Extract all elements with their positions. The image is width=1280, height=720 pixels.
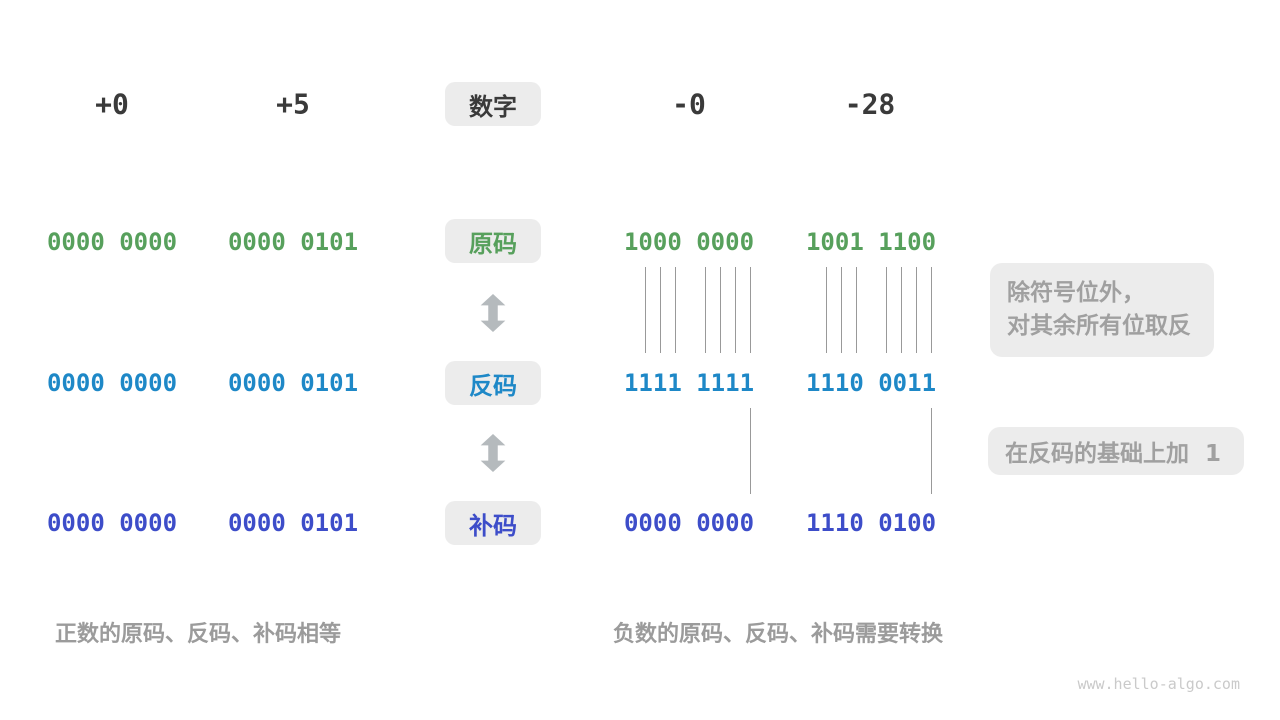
sign-magnitude-label-box: 原码: [445, 219, 541, 263]
invert-annotation-box: 除符号位外， 对其余所有位取反: [990, 263, 1214, 357]
decimal-value-minus0: -0: [672, 87, 706, 121]
bit-mapping-line: [720, 267, 721, 353]
sign-magnitude-bits-minus28: 1001 1100: [805, 228, 937, 256]
bit-mapping-line: [750, 408, 751, 494]
bit-mapping-line: [750, 267, 751, 353]
bit-mapping-line: [826, 267, 827, 353]
bit-mapping-line: [856, 267, 857, 353]
negative-numbers-caption: 负数的原码、反码、补码需要转换: [613, 622, 944, 647]
decimal-value-plus0: +0: [95, 87, 129, 121]
number-label-box: 数字: [445, 82, 541, 126]
invert-annotation-line2: 对其余所有位取反: [1007, 313, 1191, 339]
positive-numbers-caption: 正数的原码、反码、补码相等: [55, 622, 342, 647]
bit-mapping-line: [931, 408, 932, 494]
ones-complement-bits-minus28: 1110 0011: [805, 369, 937, 397]
decimal-value-plus5: +5: [276, 87, 310, 121]
decimal-value-minus28: -28: [844, 87, 896, 121]
twos-complement-bits-minus0: 0000 0000: [623, 509, 755, 537]
bit-mapping-line: [886, 267, 887, 353]
sign-magnitude-bits-plus5: 0000 0101: [227, 228, 359, 256]
bit-mapping-line: [916, 267, 917, 353]
ones-complement-bits-minus0: 1111 1111: [623, 369, 755, 397]
bit-mapping-line: [931, 267, 932, 353]
bit-mapping-line: [705, 267, 706, 353]
twos-complement-bits-minus28: 1110 0100: [805, 509, 937, 537]
bit-mapping-line: [901, 267, 902, 353]
twos-complement-bits-plus5: 0000 0101: [227, 509, 359, 537]
bit-mapping-line: [645, 267, 646, 353]
bit-mapping-line: [735, 267, 736, 353]
bit-mapping-line: [660, 267, 661, 353]
bit-mapping-line: [841, 267, 842, 353]
add-one-annotation-box: 在反码的基础上加 1: [988, 427, 1244, 475]
twos-complement-bits-plus0: 0000 0000: [46, 509, 178, 537]
bit-mapping-line: [675, 267, 676, 353]
updown-arrow-icon: [480, 434, 506, 472]
ones-complement-bits-plus0: 0000 0000: [46, 369, 178, 397]
sign-magnitude-bits-minus0: 1000 0000: [623, 228, 755, 256]
ones-complement-label-box: 反码: [445, 361, 541, 405]
updown-arrow-icon: [480, 294, 506, 332]
add-one-annotation-text: 在反码的基础上加 1: [1005, 441, 1222, 467]
sign-magnitude-bits-plus0: 0000 0000: [46, 228, 178, 256]
ones-complement-bits-plus5: 0000 0101: [227, 369, 359, 397]
watermark-url: www.hello-algo.com: [1077, 675, 1240, 693]
invert-annotation-line1: 除符号位外，: [1007, 280, 1145, 306]
twos-complement-label-box: 补码: [445, 501, 541, 545]
